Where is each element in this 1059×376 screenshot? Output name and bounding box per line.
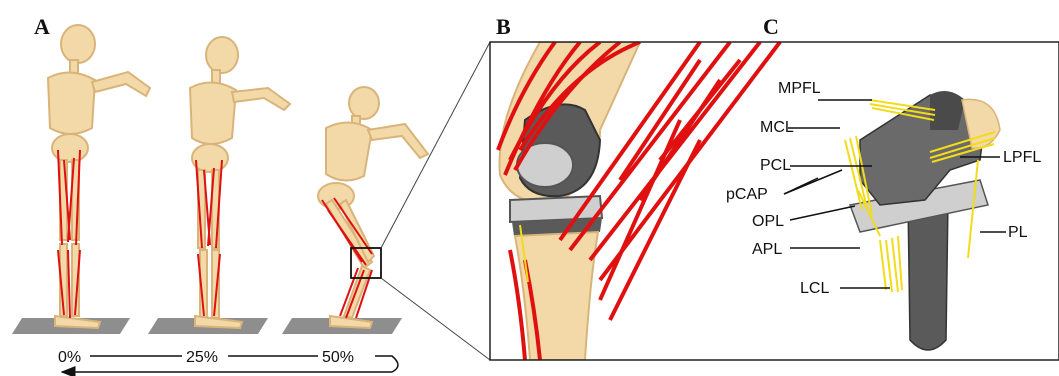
skeleton-25-percent [148,37,290,334]
progress-label-50: 50% [322,349,354,366]
label-opl: OPL [752,213,784,230]
label-lpfl: LPFL [1003,149,1041,166]
label-pl: PL [1008,224,1028,241]
label-pcap: pCAP [726,186,768,203]
label-pcl: PCL [760,157,791,174]
label-lcl: LCL [800,280,829,297]
progress-label-25: 25% [186,349,218,366]
label-mpfl: MPFL [778,80,821,97]
skeleton-0-percent [12,25,150,334]
label-mcl: MCL [760,119,794,136]
progress-label-0: 0% [58,349,81,366]
label-apl: APL [752,241,782,258]
